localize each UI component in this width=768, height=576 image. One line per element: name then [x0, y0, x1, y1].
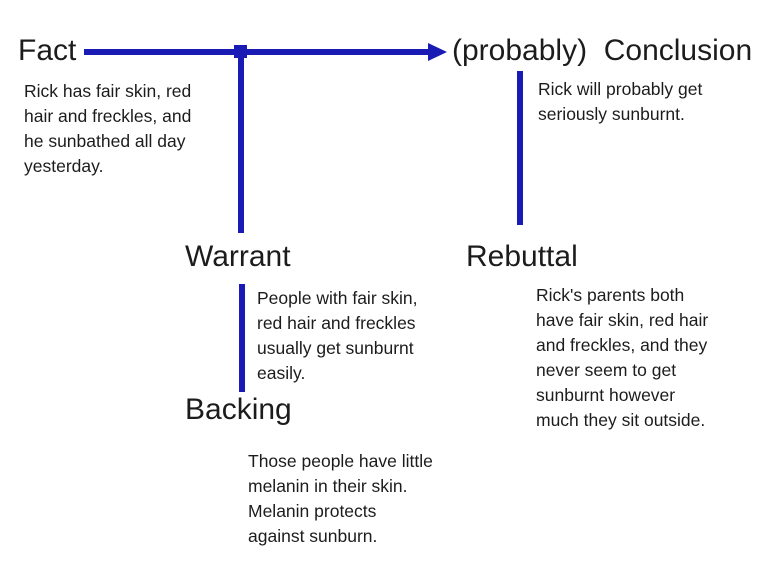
arrow-head-icon — [428, 43, 447, 61]
rebuttal-heading: Rebuttal — [466, 240, 578, 273]
conclusion-to-rebuttal-line — [517, 71, 523, 225]
junction-to-warrant-line — [238, 51, 244, 233]
warrant-to-backing-line — [239, 284, 245, 392]
backing-heading: Backing — [185, 393, 292, 426]
rebuttal-description: Rick's parents both have fair skin, red … — [536, 285, 709, 430]
fact-to-conclusion-arrow — [84, 49, 430, 55]
fact-description: Rick has fair skin, red hair and freckle… — [24, 81, 192, 176]
backing-description: Those people have little melanin in thei… — [248, 451, 433, 546]
warrant-heading: Warrant — [185, 240, 291, 273]
conclusion-heading: (probably) Conclusion — [452, 34, 753, 67]
conclusion-description: Rick will probably get seriously sunburn… — [538, 79, 703, 124]
fact-heading: Fact — [18, 34, 77, 67]
warrant-description: People with fair skin, red hair and frec… — [257, 288, 418, 383]
